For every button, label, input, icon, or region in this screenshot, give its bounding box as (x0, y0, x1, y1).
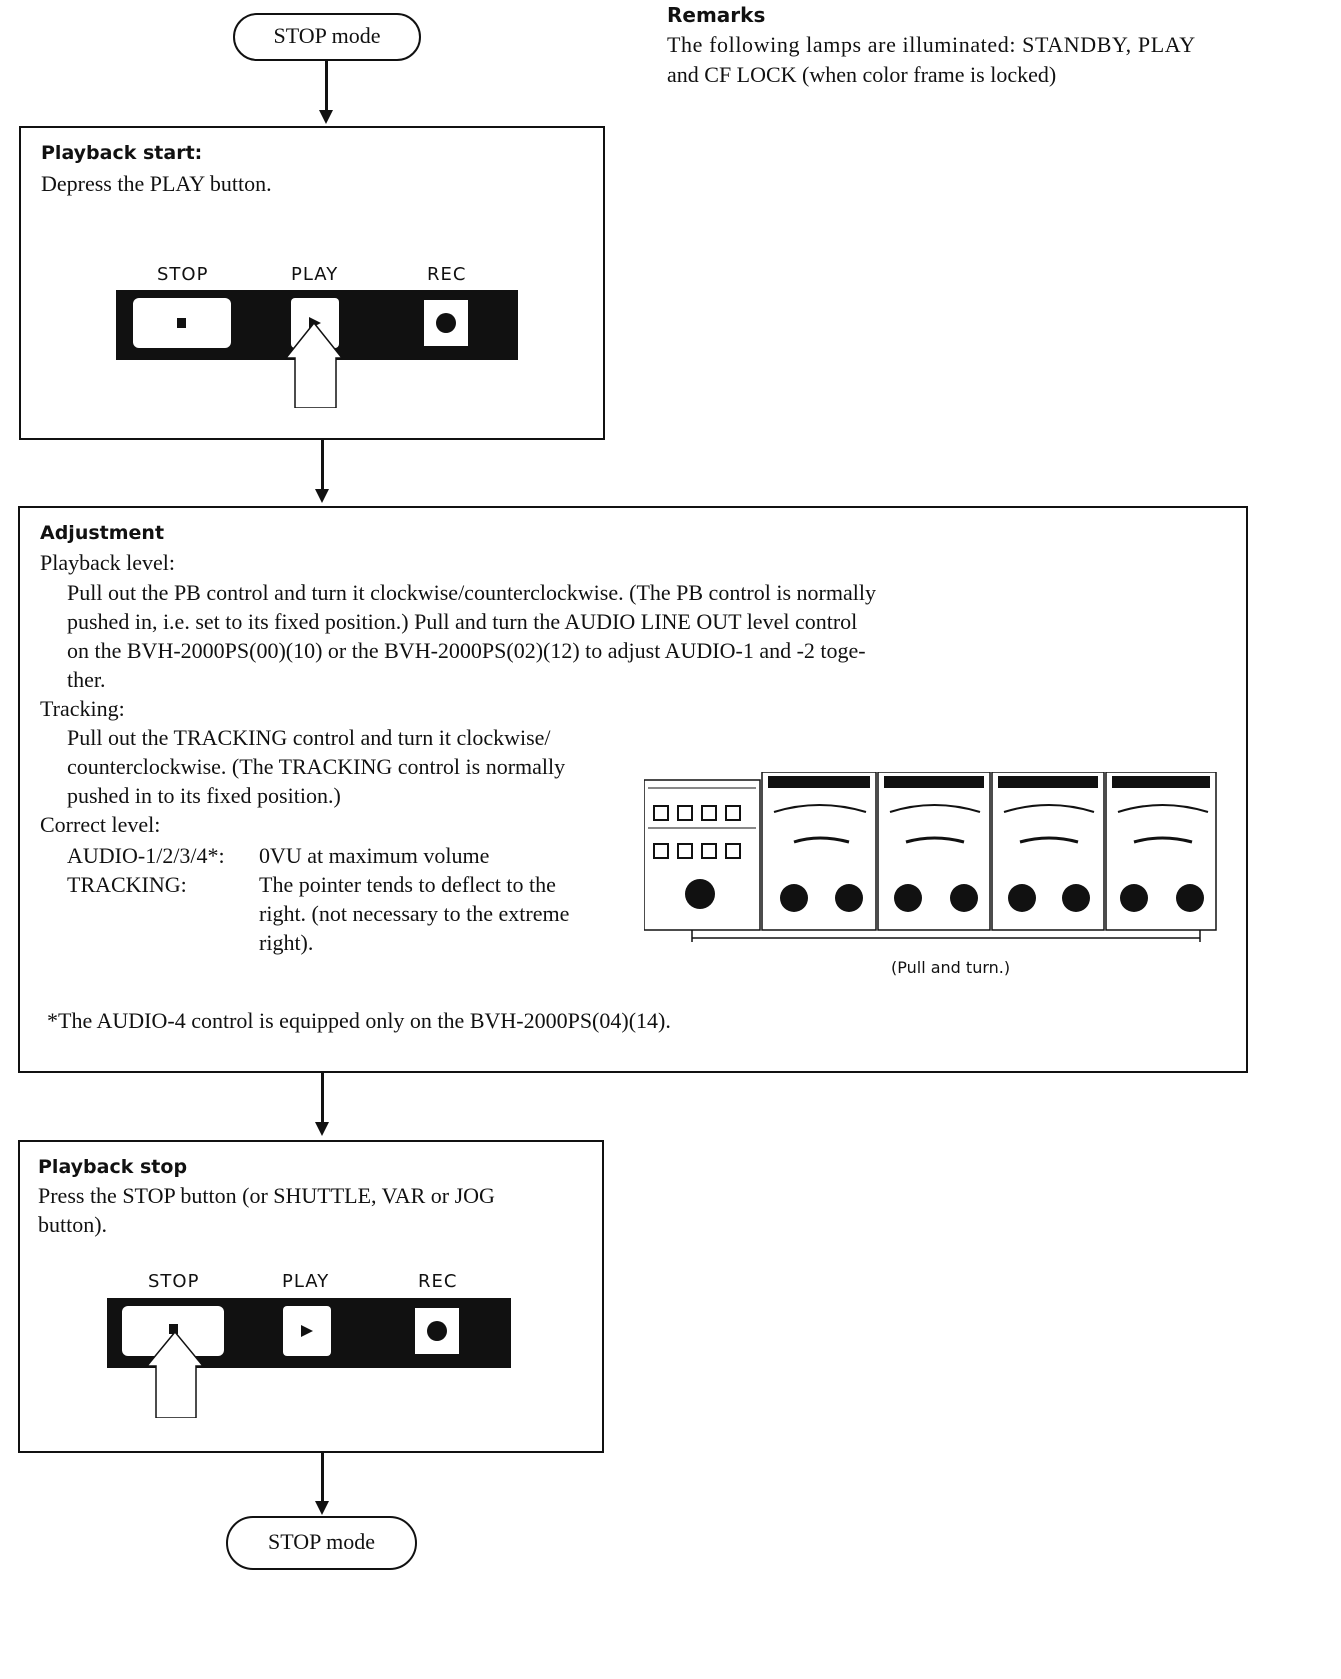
audio-key: AUDIO-1/2/3/4*: (67, 843, 225, 868)
pb-knob-icon (835, 884, 863, 912)
rec-knob-icon (780, 884, 808, 912)
flow-connector (321, 440, 324, 492)
stop-label: STOP (148, 1271, 200, 1292)
tracking-value-line-3: right). (259, 930, 314, 955)
pb-knob-icon (1176, 884, 1204, 912)
playback-start-box: Playback start: Depress the PLAY button.… (19, 126, 605, 440)
tracking-value-line-2: right. (not necessary to the extreme (259, 901, 570, 926)
line-out-knob-icon (685, 879, 715, 909)
flow-connector (321, 1453, 324, 1504)
playback-stop-line-2: button). (38, 1212, 108, 1237)
transport-panel-diagram (107, 1298, 511, 1418)
audio-value: 0VU at maximum volume (259, 843, 490, 868)
tracking-line-2: counterclockwise. (The TRACKING control … (67, 754, 566, 779)
playback-level-line-3: on the BVH-2000PS(00)(10) or the BVH-200… (67, 638, 866, 663)
playback-level-line-4: ther. (67, 667, 106, 692)
tracking-line-3: pushed in to its fixed position.) (67, 783, 341, 808)
flow-connector (321, 1073, 324, 1125)
rec-label: REC (427, 264, 467, 285)
stop-icon (177, 318, 186, 328)
press-pointer-icon (284, 321, 344, 408)
rec-icon (427, 1321, 447, 1341)
transport-panel-diagram (116, 290, 518, 408)
tracking-label: Tracking: (40, 696, 125, 721)
playback-stop-title: Playback stop (38, 1156, 188, 1178)
rec-knob-icon (894, 884, 922, 912)
footnote: *The AUDIO-4 control is equipped only on… (47, 1008, 671, 1033)
adjustment-box: Adjustment Playback level: Pull out the … (18, 506, 1248, 1073)
press-pointer-icon (145, 1330, 205, 1418)
end-stop-mode-node: STOP mode (226, 1516, 417, 1570)
playback-level-label: Playback level: (40, 550, 176, 575)
stop-label: STOP (157, 264, 209, 285)
tracking-knob-icon (1120, 884, 1148, 912)
play-label: PLAY (282, 1271, 330, 1292)
remarks-line-2: and CF LOCK (when color frame is locked) (667, 62, 1057, 87)
tracking-key: TRACKING: (67, 872, 187, 897)
adjustment-title: Adjustment (40, 522, 165, 544)
arrowhead-icon (315, 489, 329, 503)
pb-knob-icon (950, 884, 978, 912)
playback-stop-box: Playback stop Press the STOP button (or … (18, 1140, 604, 1453)
pb-knob-icon (1062, 884, 1090, 912)
play-label: PLAY (291, 264, 339, 285)
arrowhead-icon (319, 110, 333, 124)
panel-caption: (Pull and turn.) (891, 958, 1011, 977)
flow-connector (325, 61, 328, 113)
play-icon (301, 1325, 313, 1337)
playback-stop-line-1: Press the STOP button (or SHUTTLE, VAR o… (38, 1183, 495, 1208)
remarks-line-1: The following lamps are illuminated: STA… (667, 32, 1196, 57)
arrowhead-icon (315, 1122, 329, 1136)
stop-icon (169, 1324, 178, 1334)
audio-control-panel-diagram (644, 772, 1217, 942)
remarks-title: Remarks (667, 3, 766, 27)
rec-label: REC (418, 1271, 458, 1292)
tracking-line-1: Pull out the TRACKING control and turn i… (67, 725, 551, 750)
arrowhead-icon (315, 1501, 329, 1515)
rec-knob-icon (1008, 884, 1036, 912)
rec-icon (436, 313, 456, 333)
playback-start-text: Depress the PLAY button. (41, 171, 272, 196)
correct-level-label: Correct level: (40, 812, 161, 837)
start-stop-mode-node: STOP mode (233, 13, 421, 61)
playback-level-line-1: Pull out the PB control and turn it cloc… (67, 580, 876, 605)
playback-level-line-2: pushed in, i.e. set to its fixed positio… (67, 609, 858, 634)
playback-start-title: Playback start: (41, 142, 203, 164)
tracking-value-line-1: The pointer tends to deflect to the (259, 872, 556, 897)
